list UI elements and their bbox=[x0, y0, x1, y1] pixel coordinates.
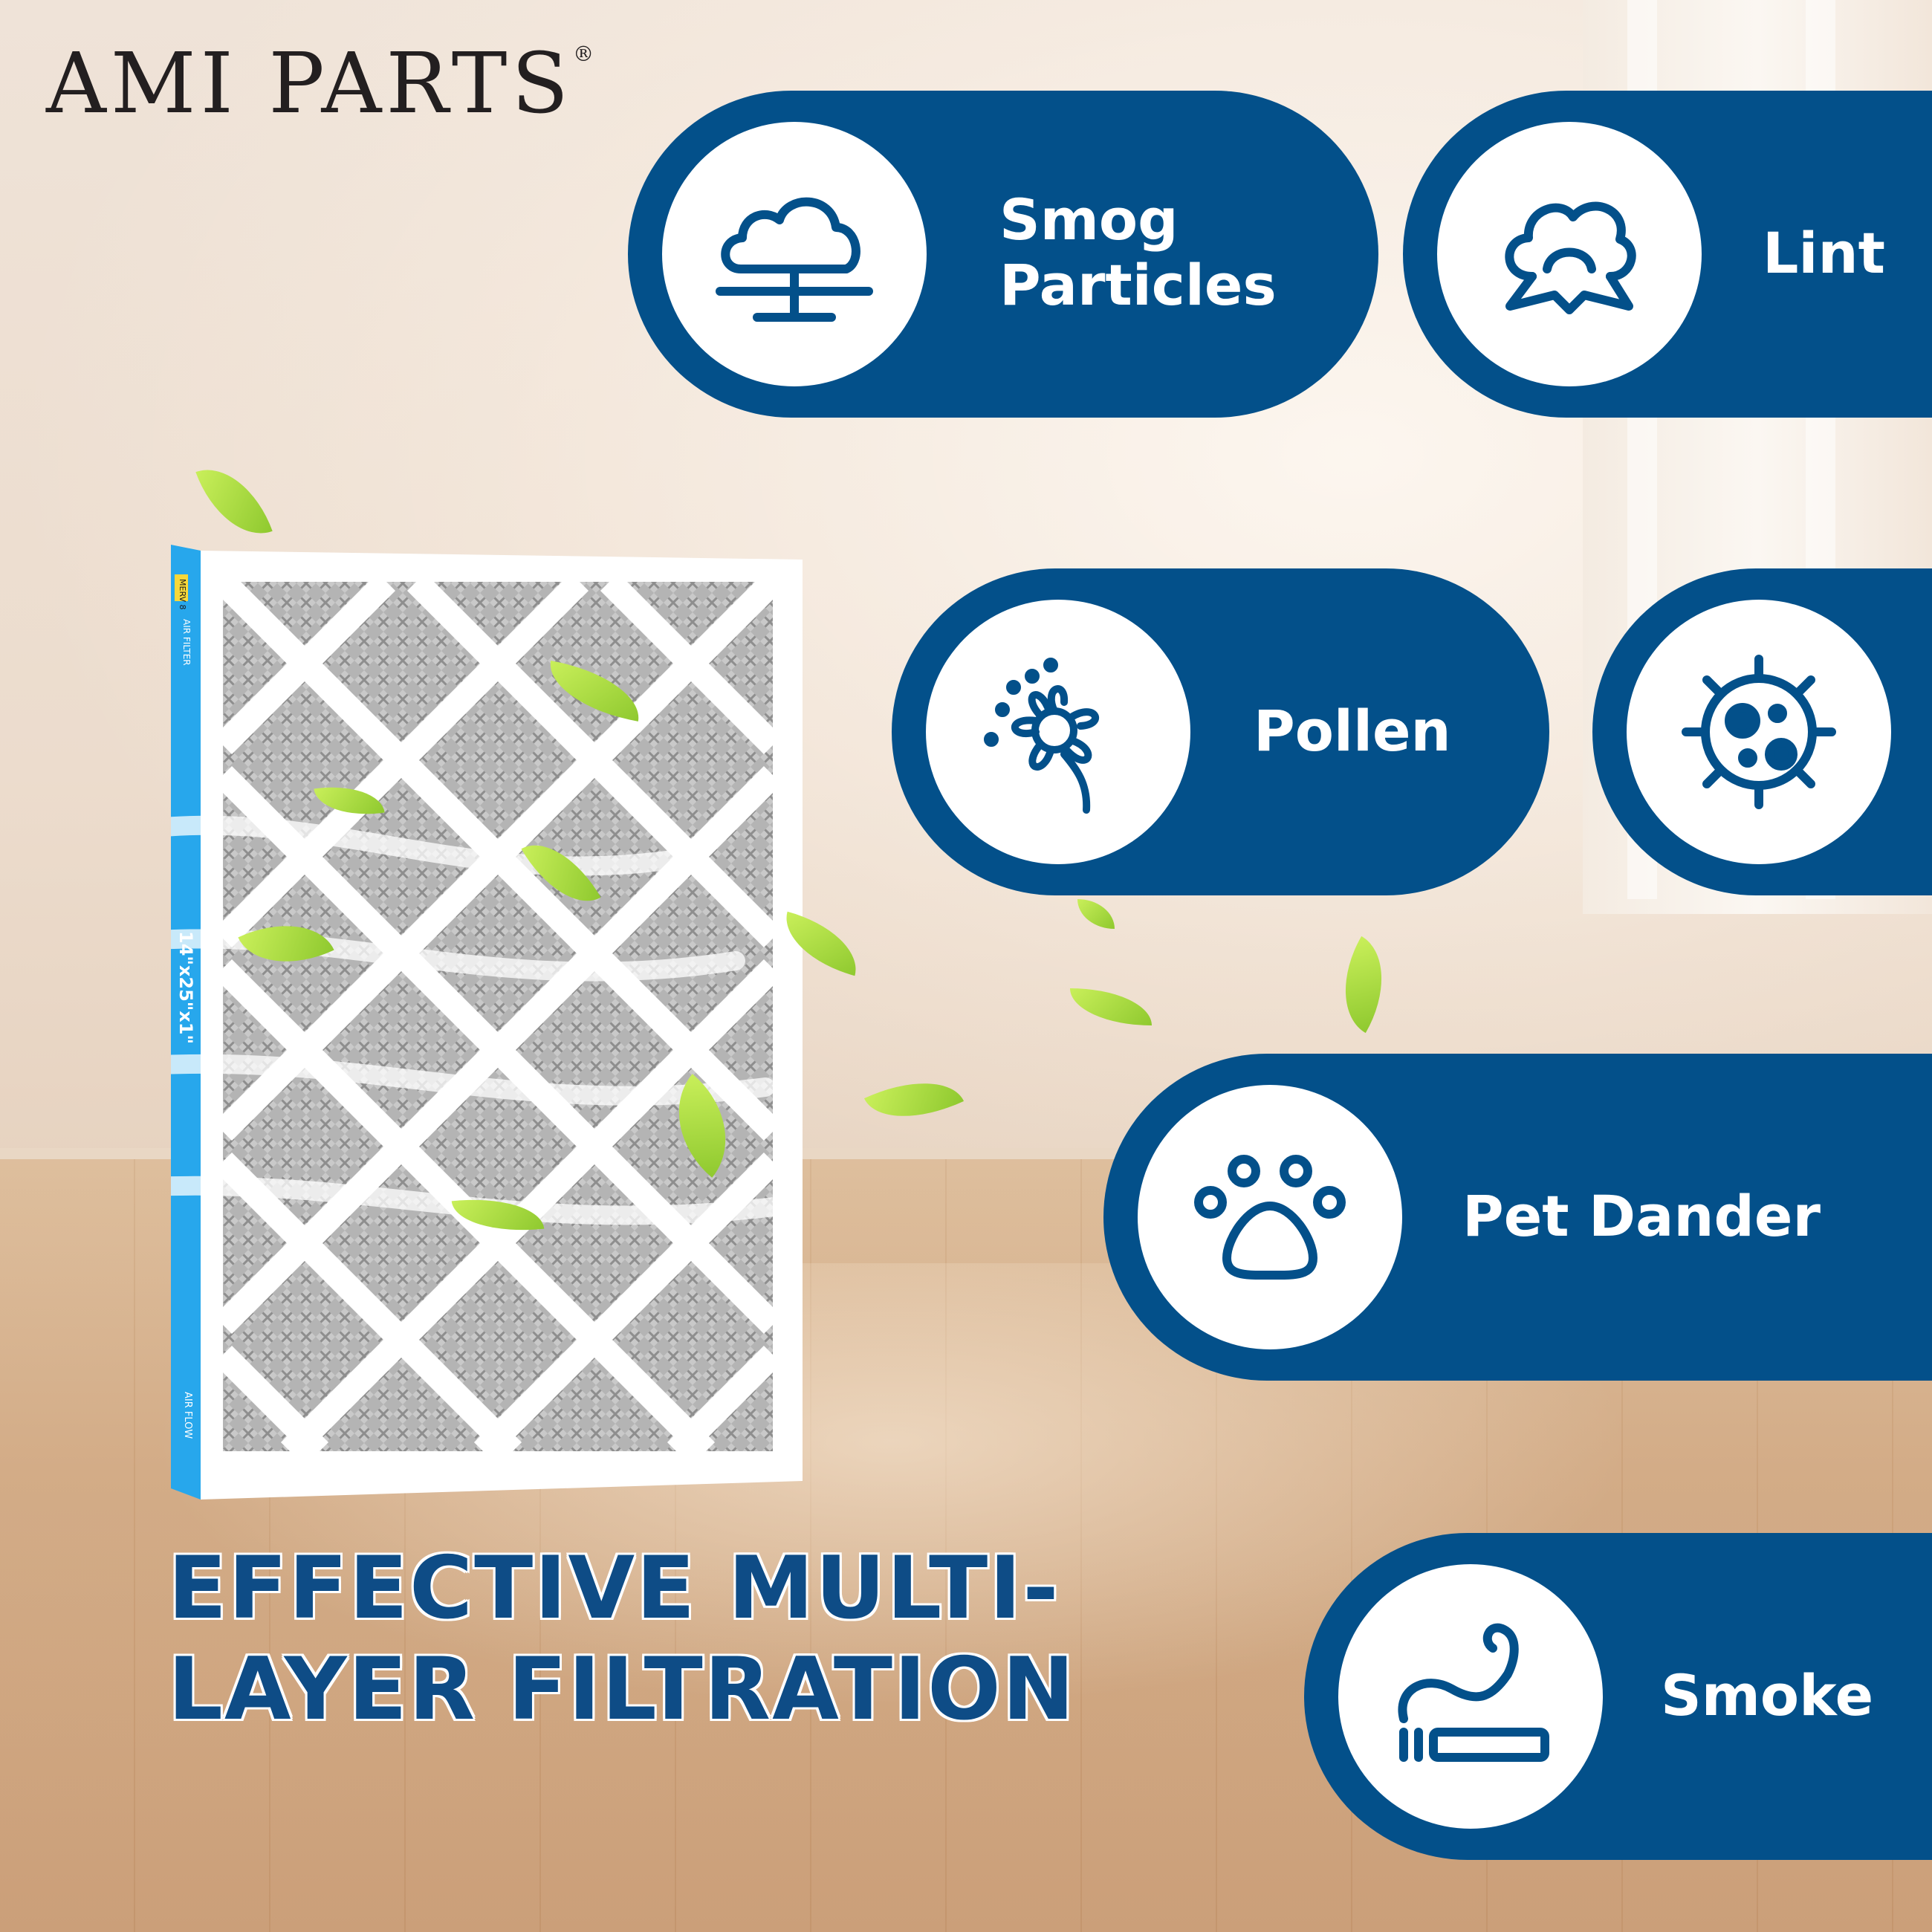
feature-label: Lint bbox=[1763, 221, 1885, 286]
icon-circle bbox=[926, 600, 1190, 864]
brand-logo: AMI PARTS® bbox=[46, 36, 594, 132]
feature-pill-smog: Smog Particles bbox=[628, 91, 1378, 418]
feature-pill-lint: Lint bbox=[1403, 91, 1932, 418]
feature-label-line1: Smog bbox=[999, 187, 1179, 253]
feature-pill-pollen: Pollen bbox=[892, 568, 1549, 895]
cigarette-smoke-icon bbox=[1398, 1623, 1549, 1762]
icon-circle bbox=[1338, 1564, 1603, 1829]
icon-circle bbox=[662, 122, 927, 386]
merv-badge: MERV 8 bbox=[178, 579, 187, 610]
lint-cotton-icon bbox=[1505, 201, 1636, 314]
feature-label: Smog Particles bbox=[999, 187, 1277, 318]
feature-label-line1: Pollen bbox=[1254, 698, 1451, 764]
air-filter-product: MERV 8 AIR FILTER 14"x25"x1" AIR FLOW bbox=[13, 545, 803, 1500]
brand-name: AMI PARTS bbox=[46, 36, 574, 132]
feature-label: Pet Dander bbox=[1462, 1184, 1821, 1249]
icon-circle bbox=[1138, 1085, 1402, 1349]
side-text: AIR FILTER bbox=[181, 619, 192, 666]
feature-label-line2: Particles bbox=[999, 252, 1277, 318]
registered-mark: ® bbox=[573, 42, 594, 66]
paw-icon bbox=[1194, 1155, 1346, 1280]
headline: EFFECTIVE MULTI- LAYER FILTRATION bbox=[168, 1538, 1134, 1740]
icon-circle bbox=[1437, 122, 1702, 386]
feature-label: Smoke bbox=[1661, 1663, 1873, 1728]
feature-pill-smoke: Smoke bbox=[1304, 1533, 1932, 1860]
air-filter-image bbox=[13, 545, 803, 1500]
feature-label-line1: Lint bbox=[1763, 220, 1885, 286]
merv-badge-bg bbox=[175, 574, 188, 601]
icon-circle bbox=[1627, 600, 1891, 864]
headline-line1: EFFECTIVE MULTI- bbox=[168, 1538, 1060, 1638]
feature-pill-pet-dander: Pet Dander bbox=[1103, 1054, 1932, 1381]
bacteria-icon bbox=[1682, 655, 1836, 809]
feature-label-line1: Pet Dander bbox=[1462, 1183, 1821, 1249]
filter-size-label: 14"x25"x1" bbox=[175, 931, 196, 1044]
feature-pill-bacteria bbox=[1592, 568, 1932, 895]
pollen-flower-icon bbox=[984, 658, 1099, 814]
headline-line2: LAYER FILTRATION bbox=[168, 1639, 1076, 1740]
smog-cloud-icon bbox=[716, 197, 873, 322]
feature-label-line1: Smoke bbox=[1661, 1662, 1874, 1728]
airflow-label: AIR FLOW bbox=[182, 1392, 193, 1439]
feature-label: Pollen bbox=[1254, 698, 1451, 764]
